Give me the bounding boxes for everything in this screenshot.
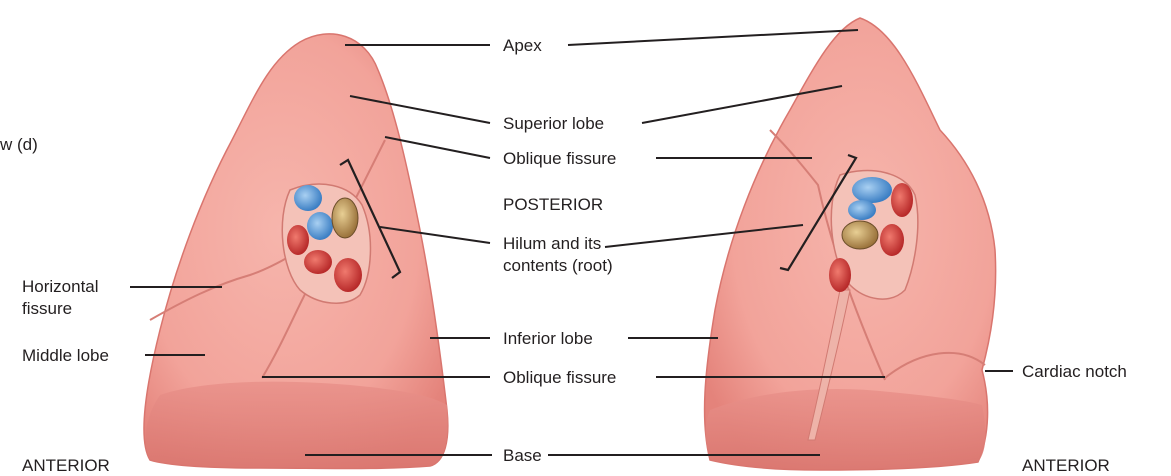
label-apex: Apex [503, 35, 542, 56]
label-oblique-fissure-lower: Oblique fissure [503, 367, 616, 388]
left-lung [144, 34, 448, 469]
left-artery-2 [304, 250, 332, 274]
right-artery-2 [880, 224, 904, 256]
left-artery-1 [287, 225, 309, 255]
right-artery-1 [891, 183, 913, 217]
label-middle-lobe: Middle lobe [22, 345, 109, 366]
left-bronchus [332, 198, 358, 238]
right-artery-3 [829, 258, 851, 292]
label-base: Base [503, 445, 542, 466]
label-horizontal-fissure: Horizontal fissure [22, 276, 99, 320]
label-superior-lobe: Superior lobe [503, 113, 604, 134]
label-inferior-lobe: Inferior lobe [503, 328, 593, 349]
right-vein-1 [852, 177, 892, 203]
left-vein-1 [294, 185, 322, 211]
left-vein-2 [307, 212, 333, 240]
right-lung [705, 18, 996, 470]
label-posterior: POSTERIOR [503, 194, 603, 215]
right-bronchus [842, 221, 878, 249]
partial-caption: w (d) [0, 134, 38, 155]
label-cardiac-notch: Cardiac notch [1022, 361, 1127, 382]
label-hilum: Hilum and its contents (root) [503, 233, 613, 277]
right-lung-base [706, 389, 986, 470]
label-anterior-right: ANTERIOR [1022, 455, 1110, 476]
label-oblique-fissure-upper: Oblique fissure [503, 148, 616, 169]
leader-apex-right [568, 30, 858, 45]
left-artery-3 [334, 258, 362, 292]
right-vein-2 [848, 200, 876, 220]
label-anterior-left: ANTERIOR [22, 455, 110, 476]
